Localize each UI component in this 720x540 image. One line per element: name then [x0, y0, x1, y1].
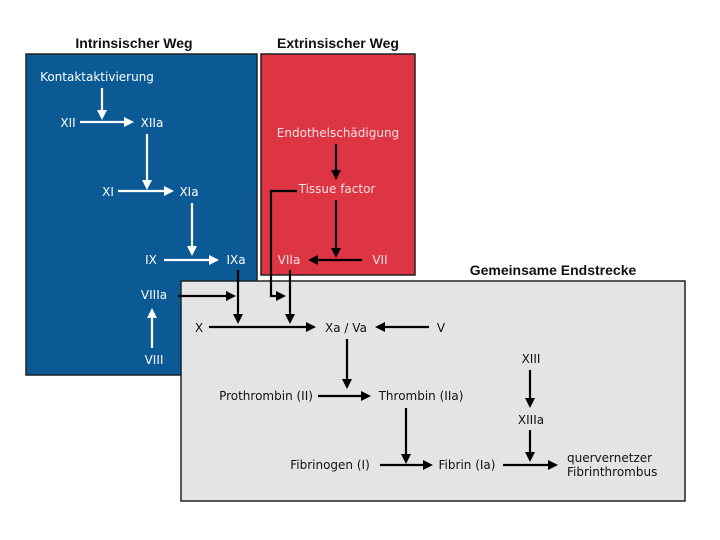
arrowhead-fibrin-thrombus	[548, 460, 558, 470]
arrowhead-prothrombin-thrombin	[361, 391, 371, 401]
node-xiia: XIIa	[141, 116, 164, 130]
arrowhead-xia-down	[187, 246, 197, 256]
arrowhead-v-xava	[375, 322, 385, 332]
extrinsic-title: Extrinsischer Weg	[277, 35, 399, 51]
common-title: Gemeinsame Endstrecke	[470, 262, 637, 278]
node-vii: VII	[372, 253, 387, 267]
arrowhead-viiia-right	[226, 291, 236, 301]
node-xii: XII	[60, 116, 75, 130]
node-xiiia: XIIIa	[518, 413, 544, 427]
arrowhead-xii-xiia	[124, 117, 134, 127]
extrinsic-panel	[260, 53, 416, 276]
arrowhead-tissue-down	[331, 248, 341, 258]
node-xi: XI	[102, 185, 114, 199]
arrowhead-x-xava	[306, 322, 316, 332]
node-x: X	[195, 321, 203, 335]
node-viiia: VIIIa	[141, 288, 167, 302]
node-xiii: XIII	[522, 352, 541, 366]
arrowhead-ixa-down	[233, 314, 243, 324]
arrowhead-ix-ixa	[209, 255, 219, 265]
arrowhead-endothel-tissue	[331, 170, 341, 180]
node-ixa: IXa	[226, 253, 245, 267]
arrowhead-xi-xia	[164, 186, 174, 196]
node-fibrin: Fibrin (Ia)	[439, 458, 496, 472]
arrowhead-xiii-xiiia	[525, 398, 535, 408]
arrowhead-xiiia-down	[525, 452, 535, 462]
node-thrombin: Thrombin (IIa)	[378, 389, 464, 403]
node-endothelschaedigung: Endothelschädigung	[277, 126, 399, 140]
node-fibrinogen: Fibrinogen (I)	[290, 458, 370, 472]
node-viia: VIIa	[278, 253, 301, 267]
node-v: V	[437, 321, 446, 335]
node-quervernetzer: quervernetzer	[567, 451, 652, 465]
node-kontaktaktivierung: Kontaktaktivierung	[40, 70, 154, 84]
arrowhead-thrombin-down	[401, 454, 411, 464]
node-ix: IX	[145, 253, 157, 267]
arrowhead-kontakt	[97, 110, 107, 120]
arrowhead-xiia-down	[142, 180, 152, 190]
node-viii: VIII	[145, 353, 164, 367]
arrowhead-viia-down	[285, 314, 295, 324]
arrowhead-tissue-to-common	[276, 291, 286, 301]
node-tissue-factor: Tissue factor	[298, 182, 376, 196]
node-xia: XIa	[179, 185, 198, 199]
arrowhead-fibrinogen-fibrin	[423, 460, 433, 470]
common-panel	[180, 280, 686, 502]
arrowhead-viii-viiia	[147, 308, 157, 318]
intrinsic-title: Intrinsischer Weg	[75, 35, 192, 51]
node-fibrinthrombus: Fibrinthrombus	[567, 465, 657, 479]
node-prothrombin: Prothrombin (II)	[219, 389, 313, 403]
arrow-tissue-to-common	[269, 189, 297, 298]
arrowhead-vii-viia	[308, 255, 318, 265]
node-xa-va: Xa / Va	[325, 321, 367, 335]
arrowhead-xava-down	[342, 379, 352, 389]
